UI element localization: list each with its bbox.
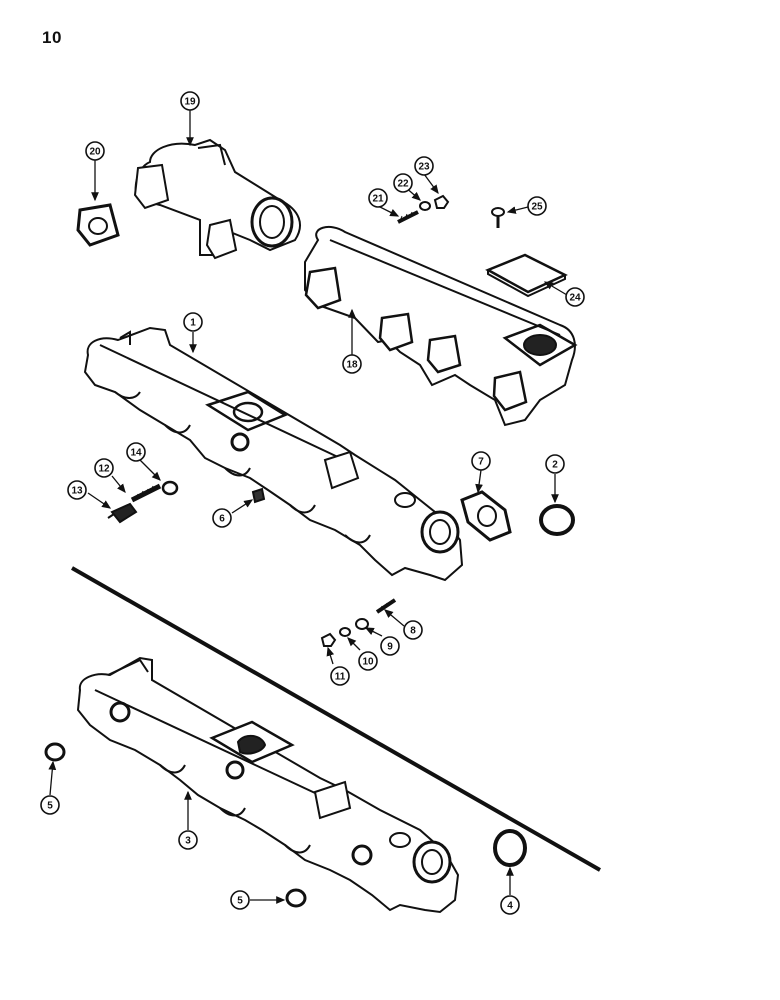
callout-circle — [358, 651, 378, 671]
callout-label: 11 — [335, 672, 346, 683]
callout-circle — [180, 91, 200, 111]
callout-c5a: 5 — [40, 795, 60, 815]
callout-label: 13 — [71, 486, 83, 497]
callout-circle — [178, 830, 198, 850]
part-9-washer — [355, 618, 369, 630]
part-1-manifold — [83, 326, 464, 582]
callout-label: 5 — [47, 801, 53, 812]
callout-label: 4 — [507, 901, 513, 912]
callout-c25: 25 — [527, 196, 547, 216]
callout-c18: 18 — [342, 354, 362, 374]
callout-c11: 11 — [330, 666, 350, 686]
callout-circle — [380, 636, 400, 656]
callout-label: 24 — [569, 293, 581, 304]
part-18-manifold — [304, 225, 578, 427]
callout-c10: 10 — [358, 651, 378, 671]
part-19-elbow-adapter — [133, 138, 301, 260]
page-number: 10 — [42, 28, 62, 47]
part-14-washer — [161, 480, 179, 496]
callout-c1: 1 — [183, 312, 203, 332]
callout-label: 18 — [346, 360, 358, 371]
callout-label: 2 — [552, 460, 558, 471]
part-22-washer — [419, 201, 431, 211]
callout-c12: 12 — [94, 458, 114, 478]
callout-circle — [330, 666, 350, 686]
callout-circle — [500, 895, 520, 915]
callout-label: 7 — [478, 457, 484, 468]
callout-circle — [85, 141, 105, 161]
callout-label: 6 — [219, 514, 225, 525]
callout-c24: 24 — [565, 287, 585, 307]
callout-circle — [94, 458, 114, 478]
part-25-bolt — [491, 207, 505, 228]
part-12-sensor-body — [130, 483, 162, 503]
callout-label: 3 — [185, 836, 191, 847]
callout-circle — [368, 188, 388, 208]
callout-label: 21 — [372, 194, 384, 205]
callout-c14: 14 — [126, 442, 146, 462]
divider-line — [71, 566, 601, 872]
part-5-plug-bottom — [285, 888, 307, 908]
part-4-ring — [493, 829, 527, 867]
callout-circle — [342, 354, 362, 374]
callout-label: 5 — [237, 896, 243, 907]
part-5-plug-left — [44, 742, 66, 762]
callout-label: 25 — [531, 202, 543, 213]
part-6-plug — [251, 487, 266, 504]
callout-label: 14 — [130, 448, 142, 459]
callout-c2: 2 — [545, 454, 565, 474]
part-20-gasket — [76, 203, 120, 247]
callout-c6: 6 — [212, 508, 232, 528]
part-10-lockwasher — [339, 627, 351, 637]
callout-circle — [126, 442, 146, 462]
callout-c7: 7 — [471, 451, 491, 471]
callout-circle — [527, 196, 547, 216]
callout-c5b: 5 — [230, 890, 250, 910]
callout-circle — [565, 287, 585, 307]
leader-lines — [48, 110, 568, 904]
callout-label: 19 — [184, 97, 196, 108]
callout-c13: 13 — [67, 480, 87, 500]
callout-c22: 22 — [393, 173, 413, 193]
callout-label: 9 — [387, 642, 393, 653]
callout-label: 23 — [418, 162, 430, 173]
callout-c19: 19 — [180, 91, 200, 111]
callout-label: 12 — [98, 464, 110, 475]
callout-c4: 4 — [500, 895, 520, 915]
callout-circle — [212, 508, 232, 528]
callout-c20: 20 — [85, 141, 105, 161]
callout-label: 1 — [190, 318, 196, 329]
part-23-nut — [433, 194, 450, 209]
callout-c9: 9 — [380, 636, 400, 656]
callout-circle — [393, 173, 413, 193]
part-7-gasket — [460, 490, 512, 542]
callout-circle — [545, 454, 565, 474]
callout-circle — [414, 156, 434, 176]
part-24-cover-plate — [485, 253, 568, 298]
part-3-manifold — [76, 656, 460, 914]
part-2-ring — [539, 504, 575, 536]
part-13-sender — [107, 502, 138, 524]
callout-circle — [67, 480, 87, 500]
callout-label: 10 — [362, 657, 374, 668]
callout-circle — [471, 451, 491, 471]
callout-c3: 3 — [178, 830, 198, 850]
callout-c8: 8 — [403, 620, 423, 640]
callout-label: 22 — [397, 179, 409, 190]
callout-label: 8 — [410, 626, 416, 637]
callout-circle — [183, 312, 203, 332]
callout-circle — [40, 795, 60, 815]
part-21-stud — [397, 210, 419, 224]
callout-label: 20 — [89, 147, 101, 158]
part-11-nut — [320, 632, 337, 647]
callout-c21: 21 — [368, 188, 388, 208]
callout-circle — [403, 620, 423, 640]
part-8-stud — [375, 598, 397, 614]
callout-c23: 23 — [414, 156, 434, 176]
callout-circle — [230, 890, 250, 910]
